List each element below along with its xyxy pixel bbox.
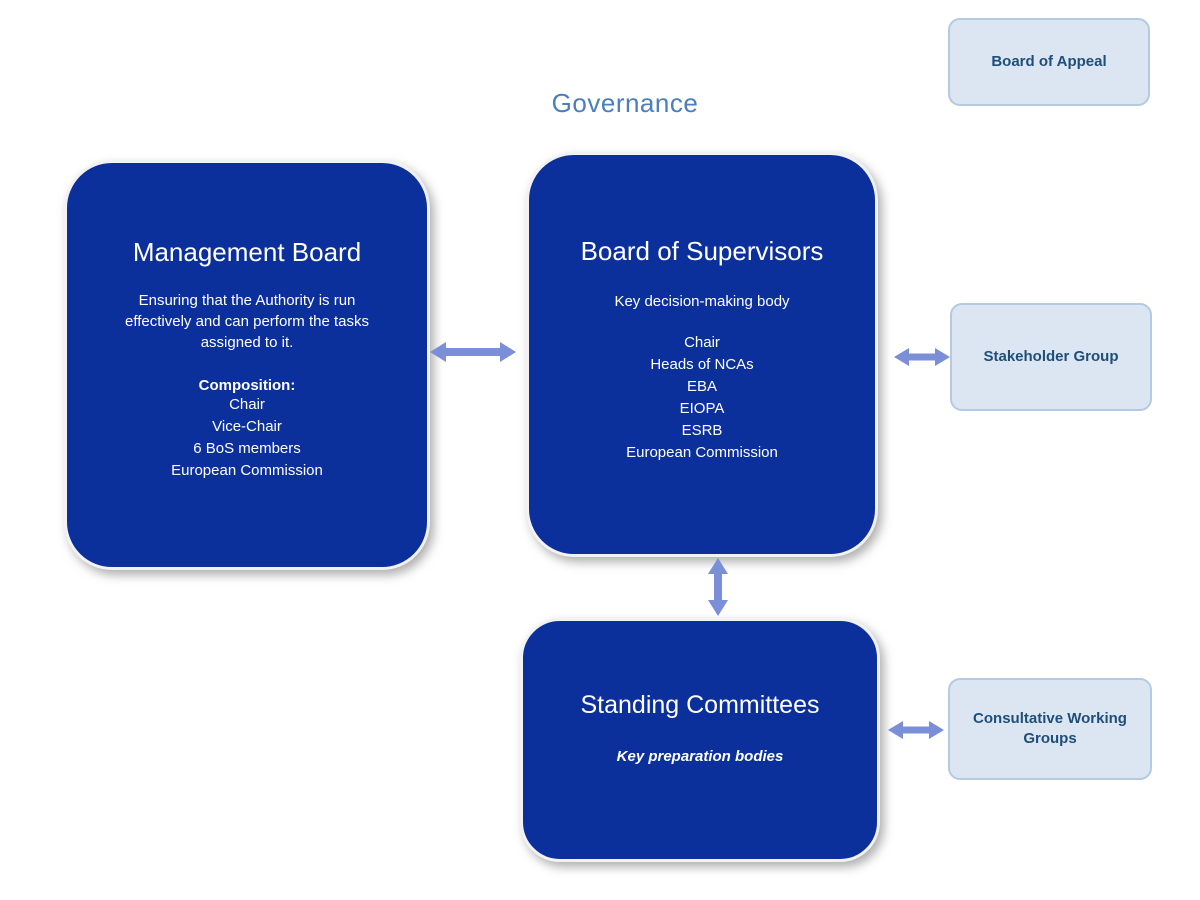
management-member: European Commission (171, 461, 323, 479)
management-board-members: Chair Vice-Chair 6 BoS members European … (171, 394, 323, 482)
consultative-working-groups-label: Consultative Working Groups (973, 709, 1127, 747)
management-board-composition-label: Composition: (198, 376, 296, 394)
management-member: Chair (229, 395, 265, 413)
stakeholder-group-box: Stakeholder Group (950, 303, 1152, 411)
board-of-appeal-box: Board of Appeal (948, 18, 1150, 106)
board-of-supervisors-box: Board of Supervisors Key decision-making… (526, 152, 878, 557)
stakeholder-group-label: Stakeholder Group (983, 347, 1119, 365)
management-board-title: Management Board (132, 237, 362, 267)
supervisors-member: Heads of NCAs (650, 355, 754, 373)
management-board-description: Ensuring that the Authority is run effec… (124, 291, 369, 351)
management-member: 6 BoS members (193, 439, 301, 457)
supervisors-member: EBA (686, 377, 717, 395)
supervisors-member: Chair (684, 333, 720, 351)
management-board-box: Management Board Ensuring that the Autho… (64, 160, 430, 570)
standing-committees-subtitle: Key preparation bodies (616, 747, 784, 765)
board-of-supervisors-members: Chair Heads of NCAs EBA EIOPA ESRB Europ… (626, 332, 778, 464)
double-arrow-icon (708, 558, 728, 616)
double-arrow-icon (430, 342, 516, 362)
board-of-appeal-label: Board of Appeal (991, 52, 1107, 70)
consultative-working-groups-box: Consultative Working Groups (948, 678, 1152, 780)
double-arrow-icon (894, 348, 950, 366)
supervisors-member: ESRB (681, 421, 723, 439)
board-of-supervisors-subtitle: Key decision-making body (614, 292, 790, 310)
double-arrow-icon (888, 721, 944, 739)
board-of-supervisors-title: Board of Supervisors (580, 236, 824, 266)
supervisors-member: European Commission (626, 443, 778, 461)
supervisors-member: EIOPA (679, 399, 725, 417)
standing-committees-box: Standing Committees Key preparation bodi… (520, 618, 880, 862)
management-member: Vice-Chair (212, 417, 282, 435)
standing-committees-title: Standing Committees (580, 691, 820, 719)
page-title: Governance (551, 88, 699, 118)
